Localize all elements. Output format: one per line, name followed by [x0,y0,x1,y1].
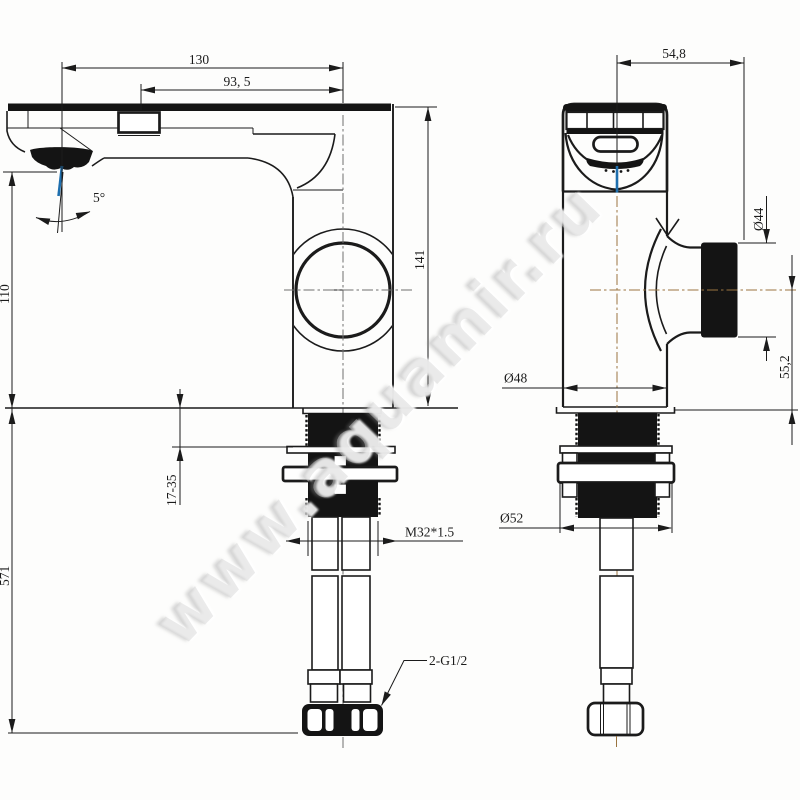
dim-flange-diameter: Ø52 [499,483,673,533]
dim-label-93-5: 93, 5 [224,74,251,89]
dim-label-5deg: 5° [93,190,105,205]
hose-nut [302,704,383,736]
dim-body-height: 141 [395,106,437,406]
side-view [5,103,458,748]
upper-washer [286,445,396,454]
side-body [284,104,412,747]
side-handle-knob [701,242,738,338]
front-hose [586,517,645,747]
dim-label-54-8: 54,8 [662,46,686,61]
front-hose-nut [586,701,645,737]
dim-label-571: 571 [0,566,12,586]
front-mounting-nut [556,461,676,484]
dim-deck-range: 17-35 [164,389,293,506]
front-shank [555,407,798,518]
front-head [561,102,669,193]
water-stream-side [57,165,64,197]
dim-inlet-thread: 2-G1/2 [381,653,467,706]
mounting-nut [281,465,399,483]
dim-label-m32: M32*1.5 [405,525,454,540]
dim-handle-offset: 54,8 [617,46,745,240]
dim-label-141: 141 [412,250,427,270]
sensor-window [117,111,161,134]
dim-spout-reach: 130 [61,52,344,232]
dim-label-55-2: 55,2 [777,355,792,379]
dimensions: 130 93, 5 141 110 571 [0,46,796,734]
dim-stream-angle: 5° [35,171,105,234]
front-aerator [586,158,644,169]
front-view [555,55,798,747]
dim-label-17-35: 17-35 [164,474,179,506]
dim-heights-left: 110 571 [0,171,298,734]
dim-label-g12: 2-G1/2 [429,653,467,668]
dim-label-d48: Ø48 [504,371,527,386]
dim-label-d44: Ø44 [751,208,766,231]
front-body [561,55,798,734]
sensor-pill [592,135,639,153]
side-hoses [302,516,383,748]
side-spout [6,103,391,198]
head-grill [565,110,665,131]
dim-handle-height: 55,2 [777,255,796,445]
dim-label-110: 110 [0,284,12,304]
side-shank [281,408,399,517]
dim-label-130: 130 [189,52,210,67]
dim-shank-thread: M32*1.5 [286,521,463,556]
dim-body-diameter: Ø48 [502,371,667,392]
spout-top-surface [8,103,391,111]
dim-label-d52: Ø52 [500,511,523,526]
dim-handle-diameter: Ø44 [738,196,776,361]
dim-sensor-offset: 93, 5 [140,74,343,110]
threaded-shank [308,497,378,517]
